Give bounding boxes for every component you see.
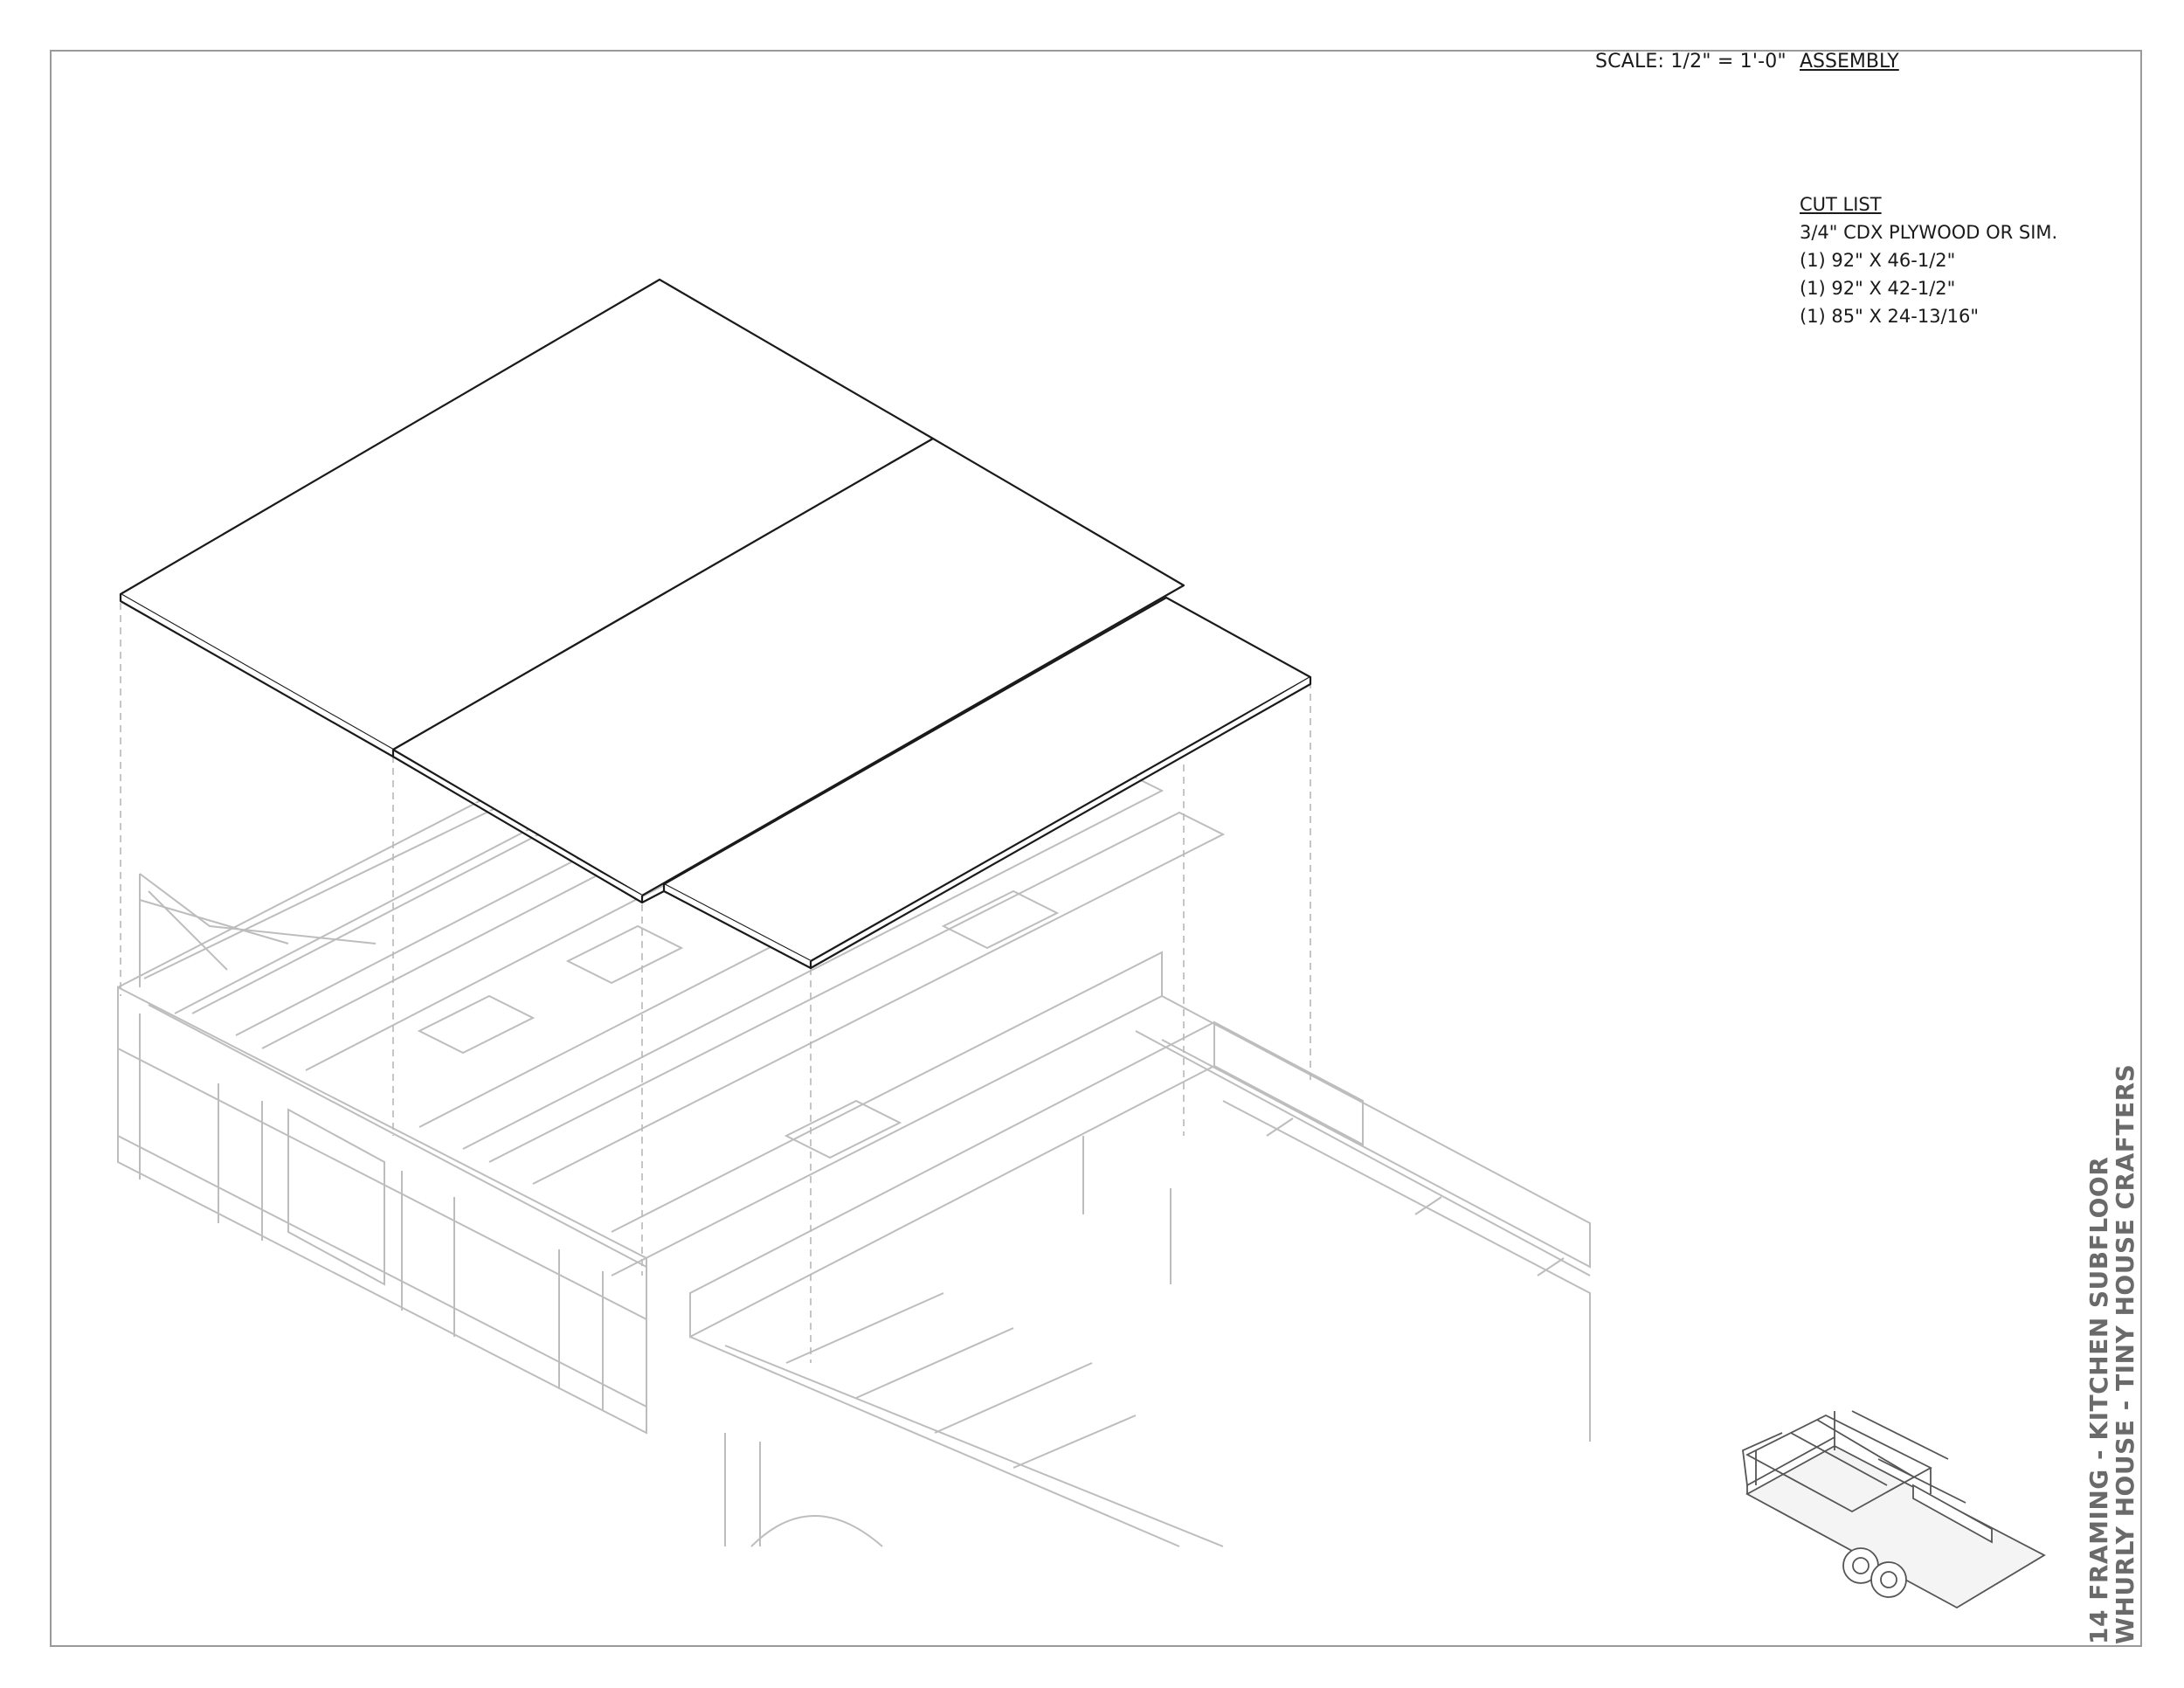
trailer-thumbnail bbox=[1742, 1410, 2046, 1609]
alignment-guides bbox=[120, 603, 1311, 1363]
scale-label: SCALE: 1/2" = 1'-0" bbox=[1595, 51, 1787, 73]
subfloor-panels bbox=[119, 278, 1312, 970]
sheet-border bbox=[50, 50, 2142, 1647]
cut-list-material: 3/4" CDX PLYWOOD OR SIM. bbox=[1800, 222, 2058, 243]
view-label: ASSEMBLY bbox=[1800, 51, 1899, 73]
cut-list-title: CUT LIST bbox=[1800, 194, 1882, 215]
cut-list-item: (1) 92" X 46-1/2" bbox=[1800, 250, 1956, 271]
sheet-title: 14 FRAMING - KITCHEN SUBFLOOR bbox=[2084, 1156, 2113, 1644]
panel-2 bbox=[391, 437, 1185, 897]
cut-list-item: (1) 92" X 42-1/2" bbox=[1800, 278, 1956, 299]
cut-list: CUT LIST 3/4" CDX PLYWOOD OR SIM. (1) 92… bbox=[1800, 190, 2057, 330]
project-title: WHURLY HOUSE - TINY HOUSE CRAFTERS bbox=[2111, 1063, 2139, 1644]
title-block: 14 FRAMING - KITCHEN SUBFLOOR WHURLY HOU… bbox=[2084, 1063, 2139, 1644]
cut-list-item: (1) 85" X 24-13/16" bbox=[1800, 306, 1980, 327]
